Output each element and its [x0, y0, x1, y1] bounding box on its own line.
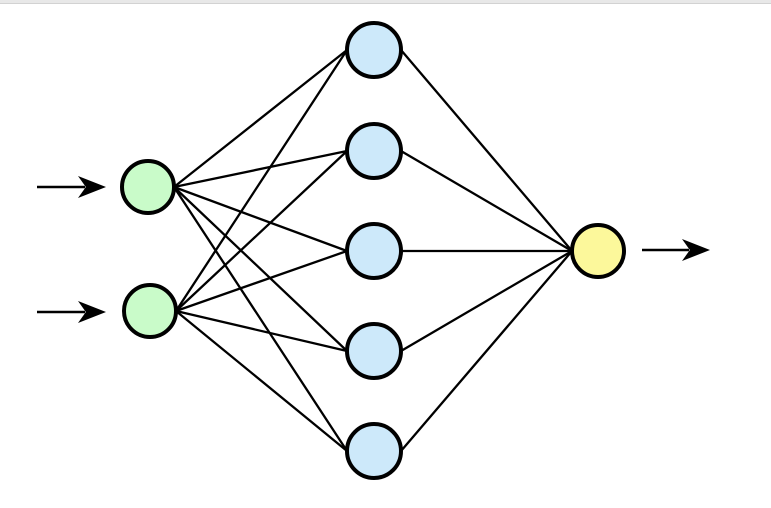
input-arrow-1-head-icon [78, 176, 106, 198]
hidden-node-h1 [345, 21, 403, 79]
input-node-i2 [122, 283, 178, 339]
edge-i2-h5 [174, 309, 349, 453]
window-top-strip [0, 0, 771, 4]
input-arrow-2 [37, 301, 106, 323]
input-arrow-1 [37, 176, 106, 198]
edge-h1-o1 [399, 48, 574, 253]
output-node-o1 [570, 223, 626, 279]
edge-i1-h4 [172, 185, 349, 353]
edge-h5-o1 [399, 249, 574, 453]
output-arrow-head-icon [682, 239, 710, 261]
edge-i2-h2 [174, 149, 349, 313]
edge-i2-h1 [174, 48, 349, 313]
hidden-node-h3 [345, 222, 403, 280]
output-arrow [642, 239, 710, 261]
hidden-node-h5 [345, 422, 403, 480]
edge-h4-o1 [399, 249, 574, 353]
hidden-node-h4 [345, 322, 403, 380]
edge-h2-o1 [399, 149, 574, 253]
input-arrow-2-head-icon [78, 301, 106, 323]
edge-i1-h3 [172, 185, 349, 253]
edge-i1-h2 [172, 149, 349, 189]
edge-i1-h1 [172, 48, 349, 189]
hidden-node-h2 [345, 122, 403, 180]
edge-i1-h5 [172, 185, 349, 453]
edge-i2-h3 [174, 249, 349, 313]
edge-i2-h4 [174, 309, 349, 353]
input-node-i1 [120, 159, 176, 215]
